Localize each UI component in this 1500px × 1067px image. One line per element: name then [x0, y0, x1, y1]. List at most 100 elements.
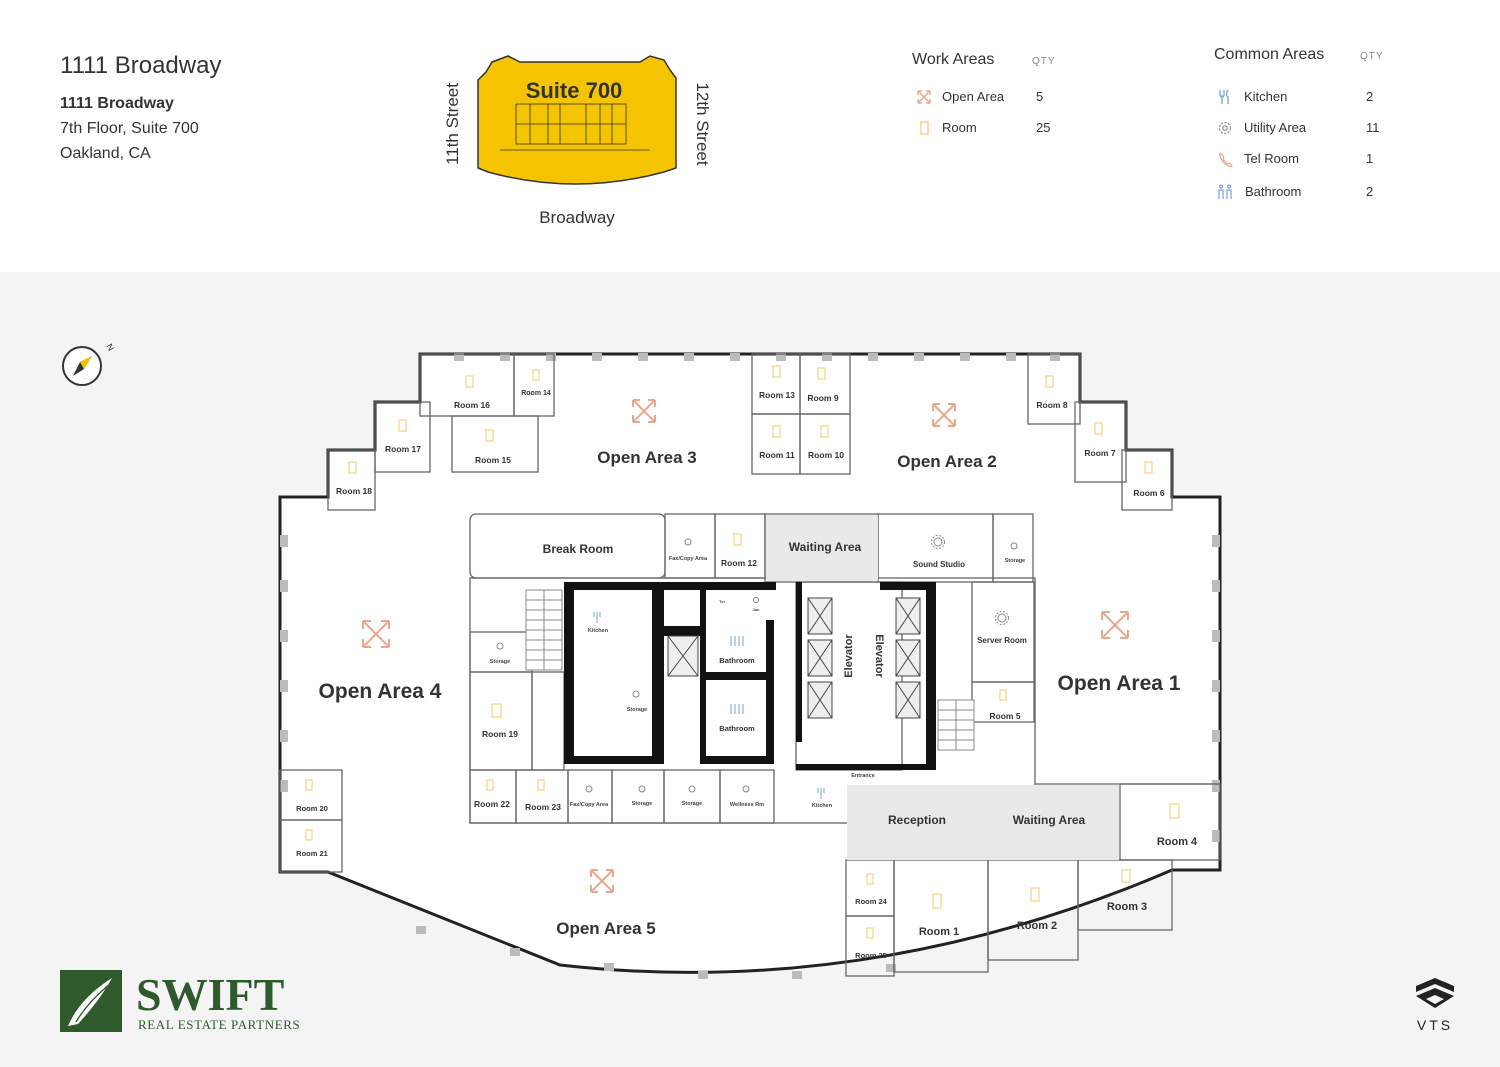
label-bathroom-1: Bathroom [719, 656, 755, 665]
vts-text: VTS [1416, 1017, 1454, 1033]
label-open-area-2: Open Area 2 [897, 452, 997, 471]
label-room-6: Room 6 [1133, 488, 1164, 498]
address-name: 1111 Broadway [60, 95, 174, 112]
swift-name: SWIFT [136, 969, 284, 1020]
label-room-15: Room 15 [475, 455, 511, 465]
label-room-8: Room 8 [1036, 400, 1067, 410]
compass-north-label: N [104, 342, 116, 353]
label-sound-studio: Sound Studio [913, 560, 965, 569]
address-floor: 7th Floor, Suite 700 [60, 120, 199, 137]
label-room-7: Room 7 [1084, 448, 1115, 458]
label-room-19: Room 19 [482, 729, 518, 739]
label-room-1: Room 1 [919, 926, 959, 938]
label-room-14: Room 14 [521, 390, 551, 397]
legend-kitchen-label: Kitchen [1244, 89, 1288, 104]
label-room-11: Room 11 [759, 450, 795, 460]
gear-icon [1218, 121, 1232, 135]
label-room-18: Room 18 [336, 486, 372, 496]
keyplan-bottom-street: Broadway [539, 208, 615, 227]
interior-walls [279, 353, 1221, 977]
label-wellness: Wellness Rm [730, 802, 764, 808]
label-waiting-area-top: Waiting Area [789, 540, 862, 554]
vts-logo: VTS [1410, 978, 1460, 1033]
label-elevator-1: Elevator [843, 634, 855, 678]
open-area-5-icon [590, 869, 614, 893]
work-qty-heading: QTY [1032, 56, 1056, 67]
keyplan-suite-label: Suite 700 [526, 78, 623, 103]
keyplan-left-street: 11th Street [443, 83, 462, 165]
legend-bathroom-qty: 2 [1366, 184, 1374, 199]
common-areas-heading: Common Areas [1214, 46, 1325, 63]
label-kitchen-1: Kitchen [588, 628, 609, 634]
header [0, 0, 1500, 272]
label-open-area-1: Open Area 1 [1058, 672, 1181, 695]
expand-arrows-icon [917, 90, 931, 104]
label-entrance: Entrance [851, 773, 875, 779]
label-bathroom-2: Bathroom [719, 724, 755, 733]
swift-logo: SWIFT REAL ESTATE PARTNERS [60, 969, 300, 1032]
shaded-areas [766, 515, 1119, 860]
label-reception: Reception [888, 813, 946, 827]
label-storage-5: Storage [682, 801, 702, 807]
label-room-22: Room 22 [474, 799, 510, 809]
label-kitchen-2: Kitchen [812, 803, 833, 809]
vts-mark-icon [1416, 978, 1454, 1008]
label-room-25: Room 25 [855, 951, 887, 960]
label-break-room: Break Room [543, 542, 614, 556]
label-room-23: Room 23 [525, 802, 561, 812]
label-room-4: Room 4 [1157, 836, 1198, 848]
label-open-area-4: Open Area 4 [319, 680, 442, 703]
swift-tagline: REAL ESTATE PARTNERS [138, 1017, 300, 1032]
legend-utility-label: Utility Area [1244, 120, 1307, 135]
label-storage-4: Storage [632, 801, 652, 807]
label-room-21: Room 21 [296, 849, 328, 858]
open-area-4-icon [362, 620, 390, 648]
legend-room-qty: 25 [1036, 120, 1051, 135]
common-qty-heading: QTY [1360, 51, 1384, 62]
phone-icon [1219, 151, 1233, 167]
legend-open-area-qty: 5 [1036, 89, 1044, 104]
label-storage-1: Storage [1005, 558, 1025, 564]
label-room-24: Room 24 [855, 897, 888, 906]
restroom-icon [1218, 184, 1232, 199]
core-walls [564, 582, 936, 770]
window-mullions [280, 353, 1220, 979]
label-room-17: Room 17 [385, 444, 421, 454]
label-storage-3: Storage [627, 707, 647, 713]
plan-labels: Open Area 1 Open Area 2 Open Area 3 Open… [296, 390, 1198, 960]
legend-utility-qty: 11 [1366, 120, 1380, 135]
label-room-3: Room 3 [1107, 901, 1147, 913]
label-storage-2: Storage [490, 659, 510, 665]
label-room-9: Room 9 [807, 393, 838, 403]
label-fax-copy-2: Fax/Copy Area [570, 802, 609, 808]
elevator-shafts [667, 597, 921, 719]
door-icon [920, 121, 929, 135]
label-server-room: Server Room [977, 636, 1027, 645]
open-area-3-icon [632, 399, 656, 423]
fork-knife-icon [1219, 89, 1229, 104]
label-room-10: Room 10 [808, 450, 844, 460]
legend-open-area-label: Open Area [942, 89, 1005, 104]
label-elevator-2: Elevator [873, 634, 885, 678]
label-waiting-area-bottom: Waiting Area [1013, 813, 1086, 827]
building-title: 1111 Broadway [60, 52, 222, 79]
label-open-area-3: Open Area 3 [597, 448, 697, 467]
legend-tel-label: Tel Room [1244, 151, 1299, 166]
legend-kitchen-qty: 2 [1366, 89, 1374, 104]
plan-icons [305, 365, 1180, 939]
label-room-12: Room 12 [721, 558, 757, 568]
label-room-20: Room 20 [296, 804, 328, 813]
legend-tel-qty: 1 [1366, 151, 1374, 166]
keyplan-right-street: 12th Street [693, 82, 712, 165]
label-room-5: Room 5 [989, 711, 1020, 721]
open-area-1-icon [1101, 611, 1129, 639]
work-areas-heading: Work Areas [912, 51, 995, 68]
label-room-2: Room 2 [1017, 920, 1057, 932]
label-jan: Jan [753, 607, 760, 612]
stairs [525, 589, 975, 751]
address-city: Oakland, CA [60, 145, 151, 162]
label-room-13: Room 13 [759, 390, 795, 400]
label-room-16: Room 16 [454, 400, 490, 410]
label-tel: Tel [719, 599, 724, 604]
